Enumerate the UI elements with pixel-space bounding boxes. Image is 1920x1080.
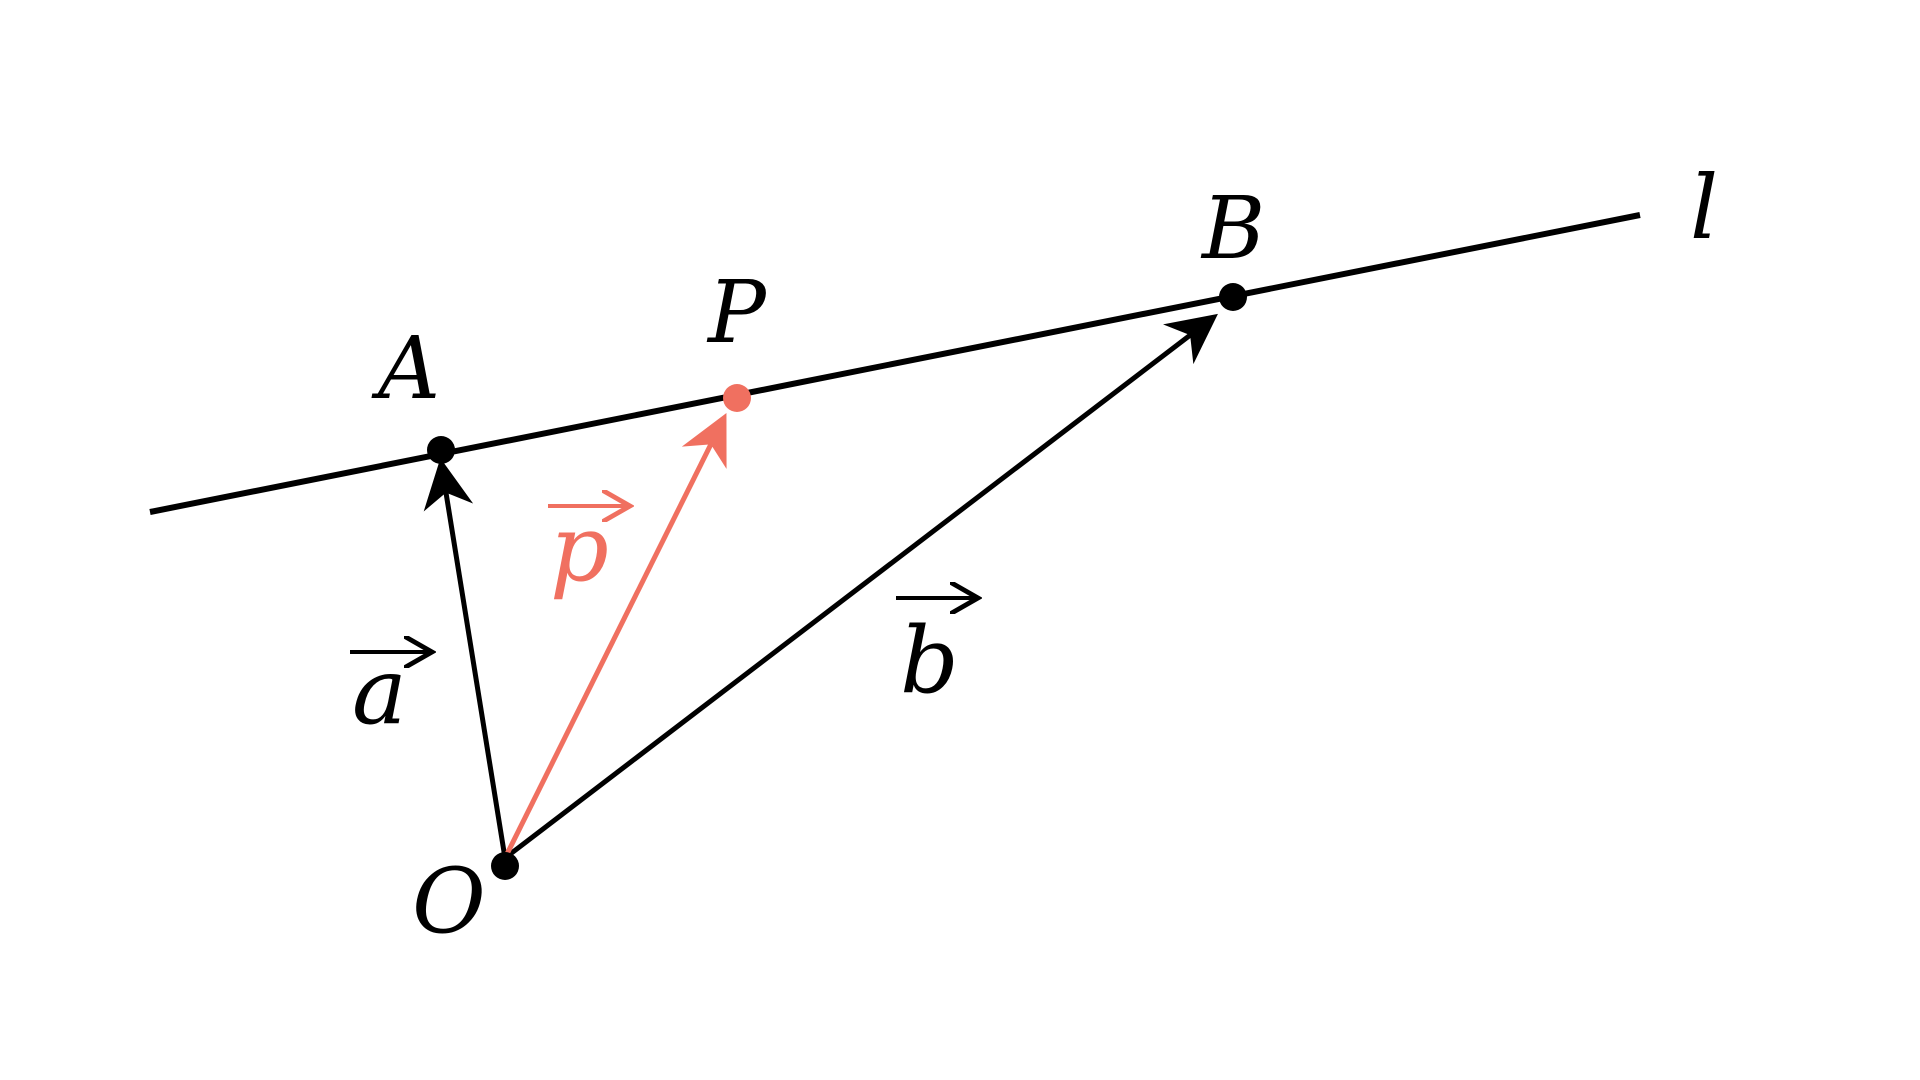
label-vector-p: p: [550, 495, 609, 602]
vector-a-arrow: [423, 458, 508, 859]
label-point-a: A: [371, 319, 440, 419]
label-vector-a: a: [352, 638, 407, 745]
label-point-p: P: [706, 263, 768, 363]
line-l: [149, 212, 1641, 515]
vector-b-arrow: [503, 313, 1218, 860]
point-b-dot: [1219, 283, 1247, 311]
point-p-dot: [723, 384, 751, 412]
origin-dot: [491, 852, 519, 880]
label-point-b: B: [1200, 179, 1265, 279]
label-line-l: l: [1690, 156, 1718, 259]
point-a-dot: [427, 436, 455, 464]
label-origin: O: [412, 849, 486, 954]
label-vector-b: b: [900, 607, 959, 714]
vector-p-arrow: [502, 413, 727, 860]
